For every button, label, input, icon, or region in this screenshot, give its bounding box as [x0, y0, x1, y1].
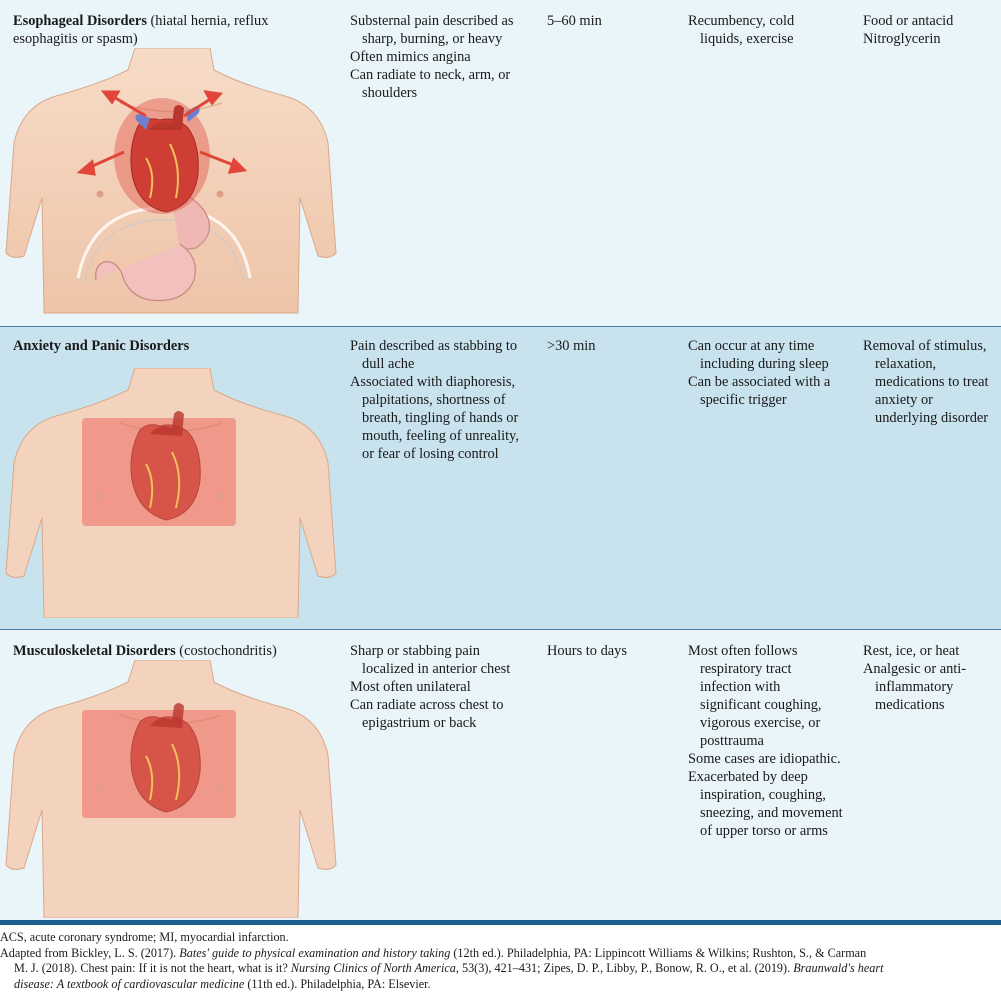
description-item: Can radiate to neck, arm, or shoulders	[350, 67, 511, 101]
description-cell: Pain described as stabbing to dull ache …	[350, 337, 530, 463]
torso-heart-illustration	[5, 368, 337, 618]
provoking-item: Recumbency, cold liquids, exercise	[688, 13, 795, 47]
provoking-cell: Can occur at any time including during s…	[688, 337, 838, 409]
disorder-subtitle: (costochondritis)	[175, 643, 277, 659]
table-footnotes: ACS, acute coronary syndrome; MI, myocar…	[0, 930, 1001, 992]
provoking-item: Most often follows respiratory tract inf…	[688, 643, 822, 749]
relieving-cell: Removal of stimulus, relaxation, medicat…	[863, 337, 991, 427]
description-item: Often mimics angina	[350, 49, 471, 65]
description-item: Sharp or stabbing pain localized in ante…	[350, 643, 511, 677]
description-cell: Sharp or stabbing pain localized in ante…	[350, 642, 525, 732]
disorder-name: Musculoskeletal Disorders	[13, 643, 176, 659]
relieving-cell: Rest, ice, or heat Analgesic or anti-inf…	[863, 642, 983, 714]
provoking-item: Can be associated with a specific trigge…	[688, 374, 831, 408]
description-item: Most often unilateral	[350, 679, 471, 695]
description-item: Substernal pain described as sharp, burn…	[350, 13, 514, 47]
row-title: Esophageal Disorders (hiatal hernia, ref…	[13, 12, 333, 48]
row-title: Anxiety and Panic Disorders	[13, 337, 333, 355]
row-divider	[0, 629, 1001, 630]
table-bottom-rule	[0, 920, 1001, 925]
relieving-item: Analgesic or anti-inflammatory medicatio…	[863, 661, 967, 713]
source-citation: Adapted from Bickley, L. S. (2017). Bate…	[0, 945, 884, 991]
disorder-name: Esophageal Disorders	[13, 13, 147, 29]
disorder-subtitle: (hiatal hernia, reflux esophagitis or sp…	[13, 13, 269, 47]
relieving-item: Food or antacid	[863, 13, 954, 29]
duration-value: Hours to days	[547, 643, 627, 659]
torso-heart-stomach-illustration	[5, 48, 337, 314]
relieving-cell: Food or antacid Nitroglycerin	[863, 12, 998, 48]
row-title: Musculoskeletal Disorders (costochondrit…	[13, 642, 333, 660]
duration-cell: Hours to days	[547, 642, 667, 660]
description-item: Associated with diaphoresis, palpitation…	[350, 374, 519, 462]
description-cell: Substernal pain described as sharp, burn…	[350, 12, 535, 102]
relieving-item: Rest, ice, or heat	[863, 643, 960, 659]
abbreviations-note: ACS, acute coronary syndrome; MI, myocar…	[0, 930, 289, 944]
duration-value: >30 min	[547, 338, 596, 354]
row-divider	[0, 326, 1001, 327]
duration-cell: 5–60 min	[547, 12, 667, 30]
provoking-cell: Recumbency, cold liquids, exercise	[688, 12, 823, 48]
relieving-item: Nitroglycerin	[863, 31, 941, 47]
torso-heart-illustration	[5, 660, 337, 918]
provoking-item: Exacerbated by deep inspiration, coughin…	[688, 769, 843, 839]
description-item: Pain described as stabbing to dull ache	[350, 338, 518, 372]
duration-value: 5–60 min	[547, 13, 602, 29]
duration-cell: >30 min	[547, 337, 667, 355]
provoking-cell: Most often follows respiratory tract inf…	[688, 642, 843, 840]
provoking-item: Some cases are idiopathic.	[688, 751, 841, 767]
description-item: Can radiate across chest to epigastrium …	[350, 697, 504, 731]
disorder-name: Anxiety and Panic Disorders	[13, 338, 190, 354]
provoking-item: Can occur at any time including during s…	[688, 338, 829, 372]
relieving-item: Removal of stimulus, relaxation, medicat…	[863, 338, 989, 426]
